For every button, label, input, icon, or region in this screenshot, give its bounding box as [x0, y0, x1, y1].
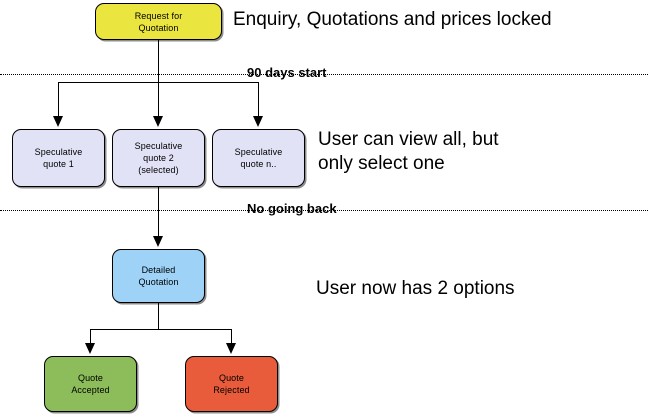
- node-quote-rejected-label: Quote Rejected: [213, 373, 250, 395]
- annotation-view-all-select-one: User can view all, but only select one: [318, 129, 499, 174]
- node-quote-accepted-label: Quote Accepted: [71, 373, 110, 395]
- phase-label-no-going-back: No going back: [247, 201, 337, 216]
- phase-label-90-days-start: 90 days start: [247, 65, 327, 80]
- node-detailed-quotation-label: Detailed Quotation: [138, 265, 179, 287]
- phase-separator-90-days: [0, 74, 648, 75]
- node-speculative-quote-2[interactable]: Speculative quote 2 (selected): [112, 129, 205, 187]
- node-quote-rejected[interactable]: Quote Rejected: [185, 356, 278, 412]
- node-speculative-quote-n[interactable]: Speculative quote n..: [212, 129, 305, 187]
- phase-separator-no-going-back: [0, 210, 648, 211]
- arrowhead-to-quote-accepted: [85, 343, 95, 354]
- connector-rfq-stem: [158, 40, 159, 82]
- connector-branch-accepted: [90, 329, 91, 345]
- node-speculative-quote-1[interactable]: Speculative quote 1: [12, 129, 105, 187]
- node-speculative-quote-2-label: Speculative quote 2 (selected): [134, 141, 183, 175]
- connector-branch-rejected: [231, 329, 232, 345]
- node-request-for-quotation-label: Request for Quotation: [134, 10, 183, 33]
- connector-branch-left: [58, 82, 59, 118]
- annotation-enquiry-locked: Enquiry, Quotations and prices locked: [233, 9, 552, 30]
- annotation-two-options: User now has 2 options: [316, 278, 515, 299]
- connector-branch-right: [258, 82, 259, 118]
- node-quote-accepted[interactable]: Quote Accepted: [44, 356, 137, 412]
- connector-branch-middle: [158, 82, 159, 118]
- connector-fanout-bus-bottom: [90, 329, 232, 330]
- node-request-for-quotation[interactable]: Request for Quotation: [95, 3, 222, 40]
- node-speculative-quote-n-label: Speculative quote n..: [234, 147, 283, 169]
- arrowhead-to-quote-rejected: [226, 343, 236, 354]
- arrowhead-to-speculative-n: [253, 116, 263, 127]
- arrowhead-to-speculative-2: [153, 116, 163, 127]
- node-detailed-quotation[interactable]: Detailed Quotation: [112, 249, 205, 303]
- arrowhead-to-speculative-1: [53, 116, 63, 127]
- arrowhead-to-detailed-quotation: [153, 236, 163, 247]
- connector-selected-stem: [158, 187, 159, 238]
- connector-detailed-stem: [158, 303, 159, 329]
- node-speculative-quote-1-label: Speculative quote 1: [34, 147, 83, 169]
